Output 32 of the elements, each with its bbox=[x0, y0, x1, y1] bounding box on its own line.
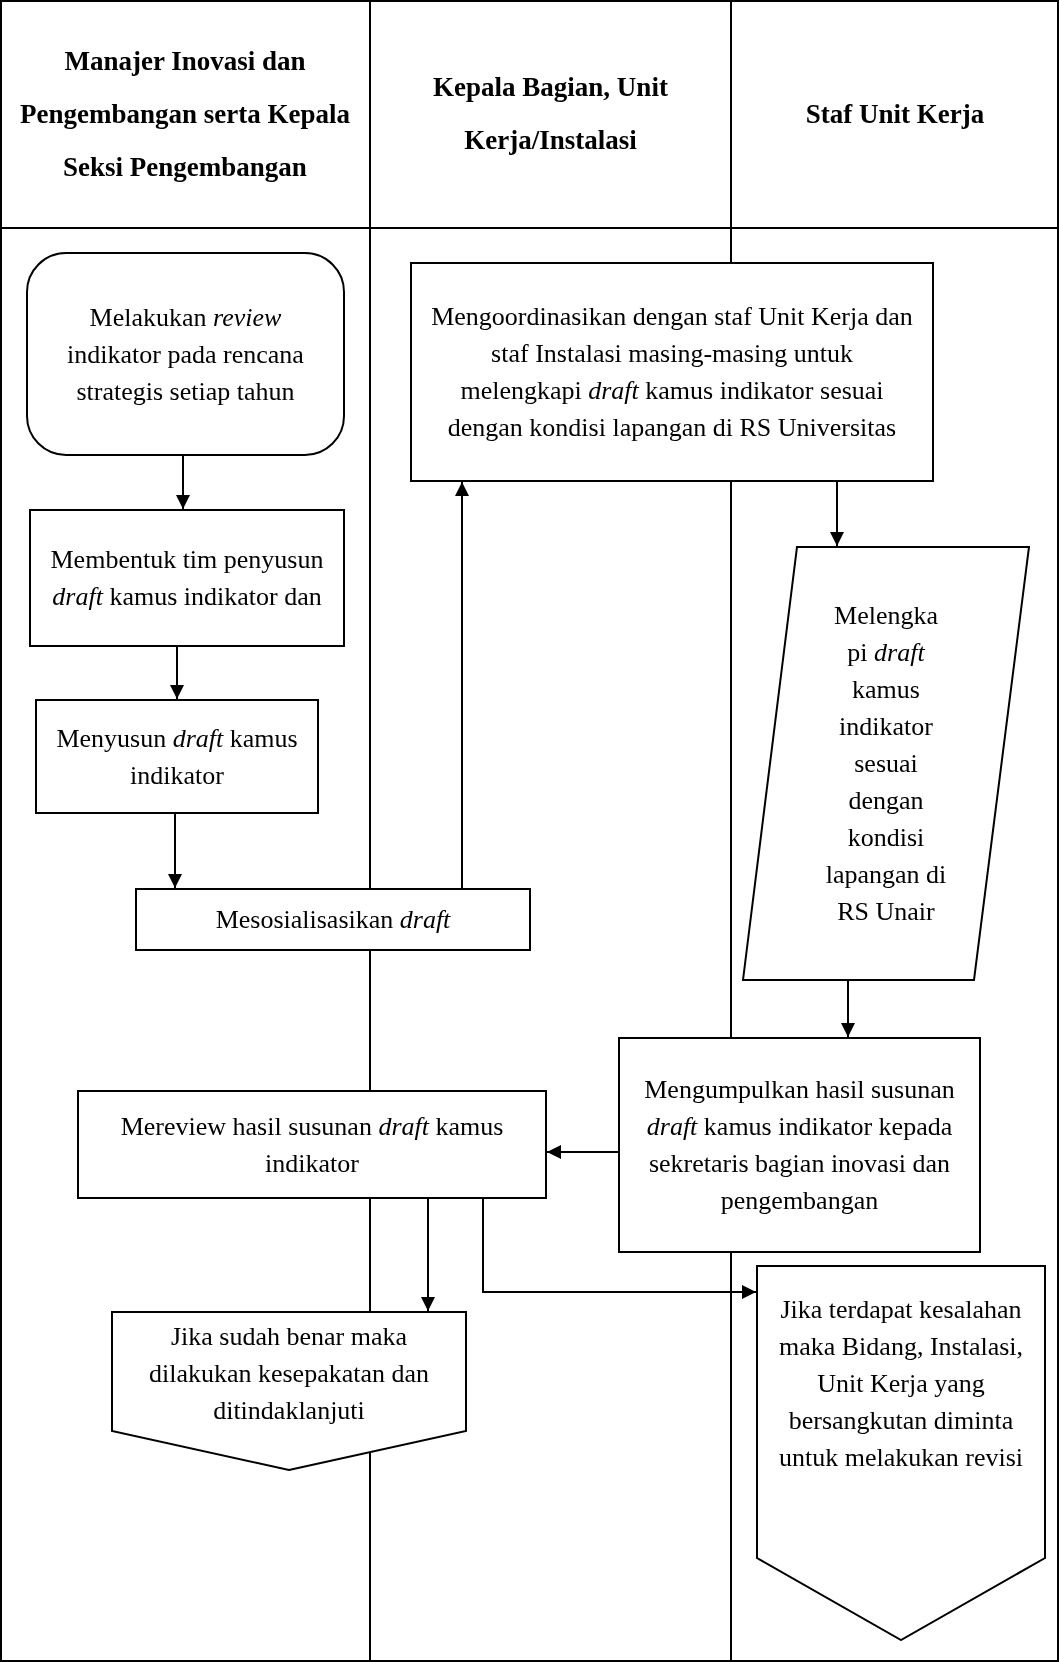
step-text: Mereview hasil susunan draft kamus indikator bbox=[119, 1110, 505, 1180]
arrow bbox=[170, 646, 184, 700]
process-box bbox=[29, 509, 345, 647]
arrow bbox=[830, 481, 844, 547]
lane-title: Kepala Bagian, Unit Kerja/Instalasi bbox=[432, 71, 669, 157]
data-parallelogram bbox=[742, 546, 1030, 981]
arrow bbox=[168, 813, 182, 889]
step-text: Jika terdapat kesalahan maka Bidang, Instalasi, Unit Kerja yang bersangkutan diminta untuk melakukan revisi bbox=[777, 1293, 1025, 1474]
start-box bbox=[26, 252, 345, 456]
process-box bbox=[35, 699, 319, 814]
process-box bbox=[77, 1090, 547, 1199]
arrow bbox=[482, 1198, 757, 1299]
offpage-connector bbox=[111, 1311, 467, 1471]
arrow bbox=[841, 980, 855, 1038]
offpage-connector bbox=[756, 1265, 1046, 1641]
process-box bbox=[410, 262, 934, 482]
process-box bbox=[618, 1037, 981, 1253]
arrow bbox=[455, 481, 469, 889]
step-text: Menyusun draft kamus indikator bbox=[55, 722, 299, 792]
step-text: Melengka pi draft kamus indikator sesuai dengan kondisi lapangan di RS Unair bbox=[824, 600, 948, 928]
step-text: Mengumpulkan hasil susunan draft kamus indikator kepada sekretaris bagian inovasi dan pengembangan bbox=[643, 1074, 956, 1217]
lane-title: Manajer Inovasi dan Pengembangan serta Kepala Seksi Pengembangan bbox=[19, 44, 351, 184]
step-text: Mengoordinasikan dengan staf Unit Kerja dan staf Instalasi masing-masing untuk melengkapi draft kamus indikator sesuai dengan kondisi lapangan di RS Universitas bbox=[430, 301, 914, 444]
process-box bbox=[135, 888, 531, 951]
lane-title: Staf Unit Kerja bbox=[805, 97, 985, 131]
step-text: Melakukan review indikator pada rencana strategis setiap tahun bbox=[66, 301, 305, 408]
step-text: Mesosialisasikan draft bbox=[215, 904, 451, 936]
arrow bbox=[546, 1145, 619, 1159]
arrow bbox=[421, 1198, 435, 1312]
step-text: Membentuk tim penyusun draft kamus indikator dan bbox=[49, 544, 325, 613]
step-text: Jika sudah benar maka dilakukan kesepakatan dan ditindaklanjuti bbox=[147, 1320, 431, 1427]
arrow bbox=[176, 455, 190, 510]
